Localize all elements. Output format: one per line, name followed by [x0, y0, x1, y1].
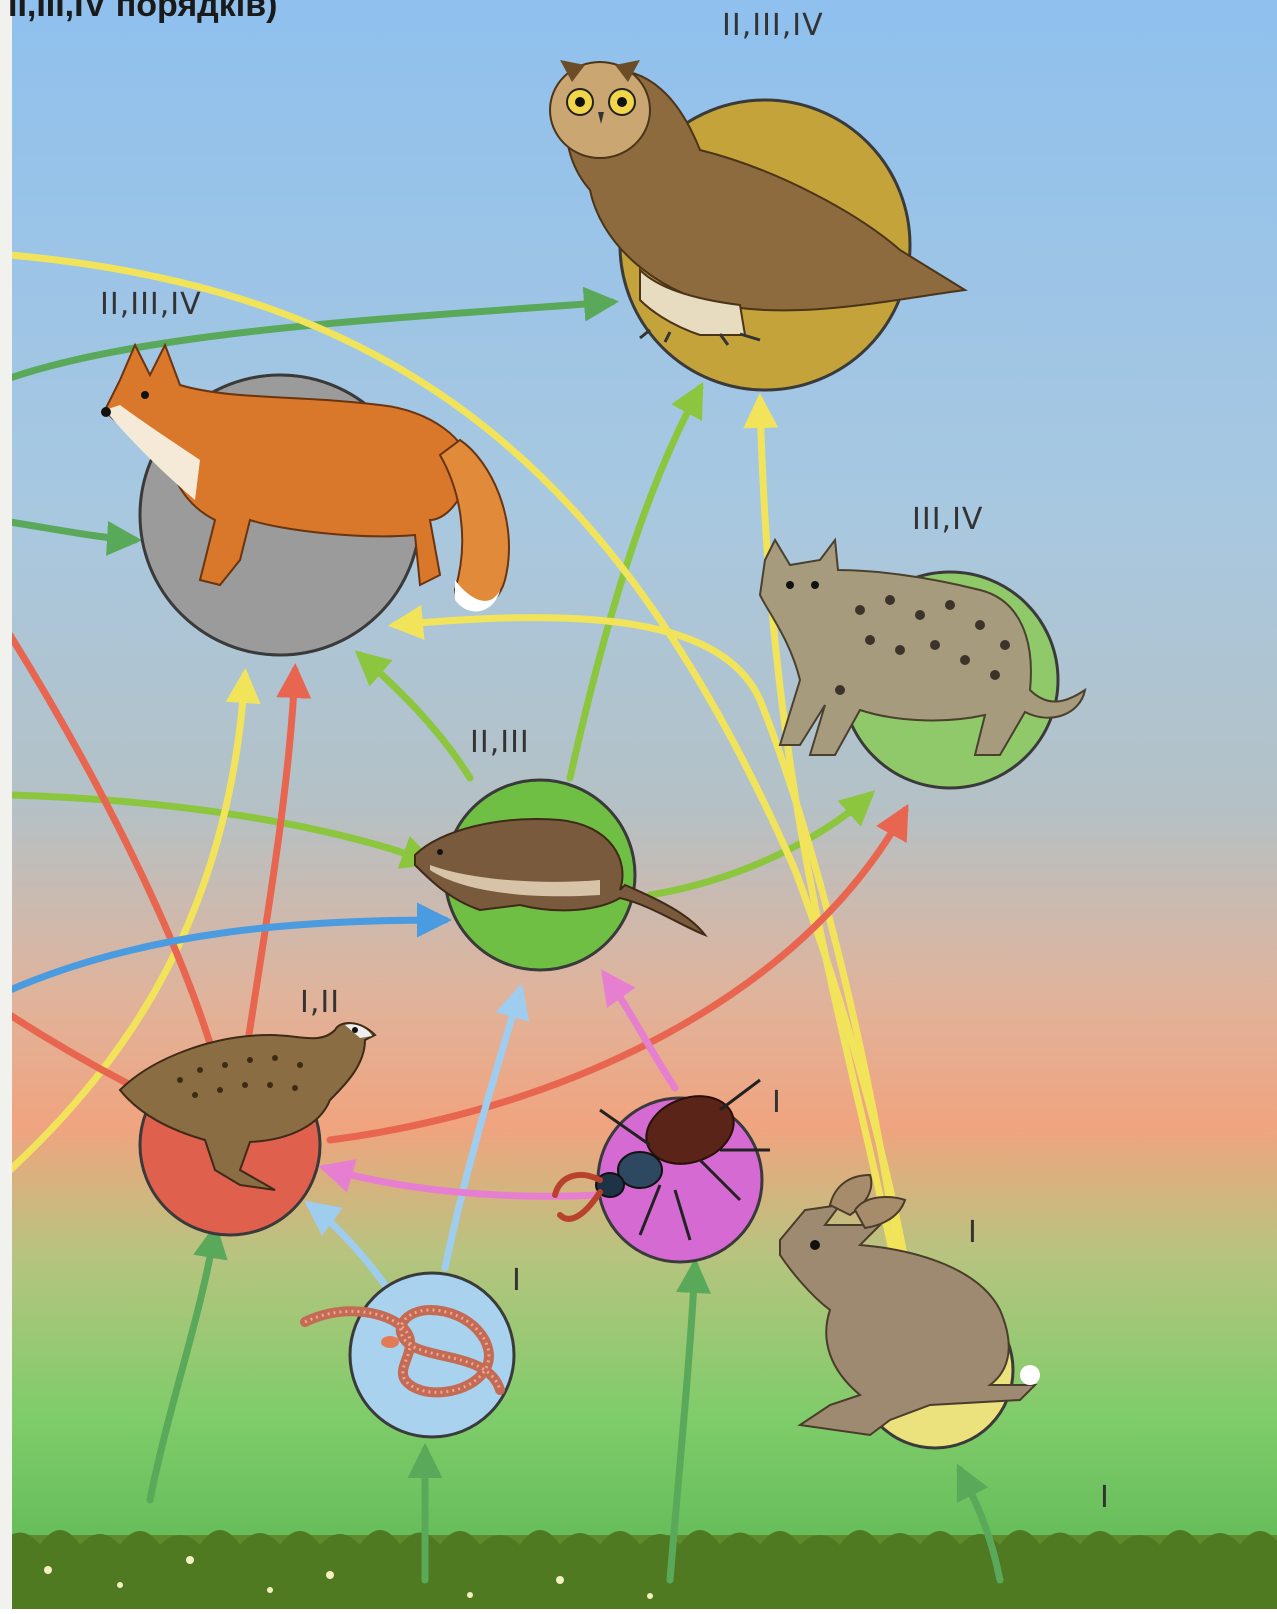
label-beetle: I	[772, 1085, 782, 1120]
label-shrew: II,III	[470, 725, 530, 760]
label-quail: I,II	[300, 985, 340, 1020]
grass-strip	[0, 1530, 1277, 1609]
label-fox: II,III,IV	[100, 287, 202, 322]
label-owl: II,III,IV	[722, 8, 824, 43]
label-worm: I	[512, 1263, 522, 1298]
page-edge	[0, 0, 12, 1609]
label-hare: I	[968, 1215, 978, 1250]
label-ground: I	[1100, 1480, 1110, 1515]
page-header: II,III,IV порядків)	[8, 0, 277, 25]
label-cat: III,IV	[912, 502, 983, 537]
